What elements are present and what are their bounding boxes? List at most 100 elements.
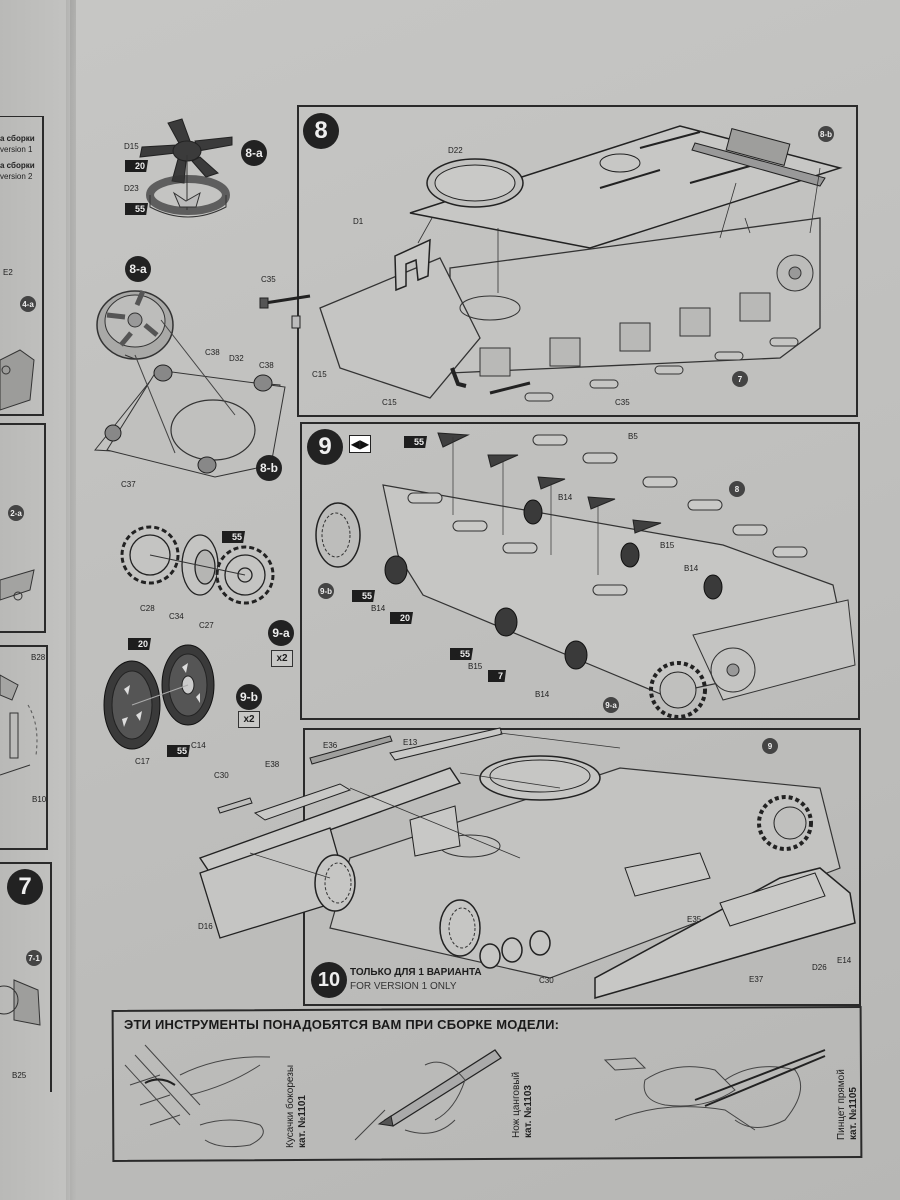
badge-9-a-ref: 9-a [603,697,619,713]
step-badge-7: 7 [7,869,43,905]
part-label-c38-b: C38 [259,361,274,370]
step-10-title-ru: ТОЛЬКО ДЛЯ 1 ВАРИАНТА [350,967,482,978]
part-label-e38: E38 [265,760,280,769]
glue-marker-20: 20 [125,160,149,172]
step-badge-9: 9 [307,429,343,465]
sprocket-assembly-drawing [120,525,275,605]
part-label-c35-b: C35 [615,398,630,407]
part-label-e37: E37 [749,975,764,984]
tool-cat-tweezers: кат. №1105 [848,1087,859,1140]
tool-caption-knife: Нож цанговый кат. №1103 [511,1072,535,1138]
part-label-b14-b: B14 [684,564,699,573]
part-label-c17: C17 [135,757,150,766]
left-box-2 [0,423,46,633]
part-label-d15: D15 [124,142,139,151]
hull-upper-assembly-drawing [259,125,843,402]
part-label-b15-b: B15 [468,662,483,671]
badge-8-ref: 8 [729,481,745,497]
part-label-c15-a: C15 [312,370,327,379]
tool-caption-cutters: Кусачки бокорезы кат. №1101 [285,1065,309,1148]
part-label-c35-a: C35 [261,275,276,284]
quantity-9-a: x2 [271,650,293,667]
version-1-en: version 1 [0,145,33,154]
part-label-d26: D26 [812,963,827,972]
step-10-title-en: FOR VERSION 1 ONLY [350,981,457,992]
tool-name-knife: Нож цанговый [511,1071,522,1138]
version-1-ru: а сборки [0,134,35,143]
page-gutter [66,0,76,1200]
part-label-d22: D22 [448,146,463,155]
hobby-knife-illustration [354,1049,502,1141]
part-label-e2: E2 [3,268,13,277]
glue-marker-55-a: 55 [404,436,428,448]
part-label-d23: D23 [124,184,139,193]
part-label-b10: B10 [32,795,47,804]
badge-8-b-ref: 8-b [818,126,834,142]
left-box-3 [0,645,48,850]
fan-assembly-drawing [139,118,233,218]
badge-9-b-ref: 9-b [318,583,334,599]
tool-name-tweezers: Пинцет прямой [836,1069,847,1140]
side-skirts-assembly-drawing [198,727,856,999]
tool-cat-knife: кат. №1103 [523,1085,534,1138]
part-label-c27: C27 [199,621,214,630]
glue-marker-55-c: 55 [450,648,474,660]
left-version-box [0,116,44,416]
part-label-b28: B28 [31,653,46,662]
tool-cat-cutters: кат. №1101 [297,1095,308,1148]
left-part-drawing-2 [0,569,35,601]
badge-2-a: 2-a [8,505,24,521]
part-label-e36: E36 [323,741,338,750]
side-cutters-illustration [124,1044,271,1148]
hull-suspension-assembly-drawing [315,432,856,719]
glue-marker-20: 20 [390,612,414,624]
part-label-c30-a: C30 [214,771,229,780]
version-2-en: version 2 [0,172,33,181]
part-label-b14-c: B14 [371,604,386,613]
glue-marker-7: 7 [488,670,507,682]
badge-8-a: 8-a [241,140,267,166]
part-label-c15-b: C15 [382,398,397,407]
left-part-drawing-4 [0,979,41,1026]
part-label-c37: C37 [121,480,136,489]
badge-7-1: 7-1 [26,950,42,966]
badge-9-a: 9-a [268,620,294,646]
part-label-d32: D32 [229,354,244,363]
part-label-c28: C28 [140,604,155,613]
badge-7-ref: 7 [732,371,748,387]
glue-marker-55-b: 55 [352,590,376,602]
left-part-drawing-1 [0,349,35,411]
part-label-b14-a: B14 [558,493,573,502]
step-8-frame [297,105,858,417]
tool-name-cutters: Кусачки бокорезы [285,1064,296,1148]
glue-marker-20-9b: 20 [128,638,152,650]
tool-caption-tweezers: Пинцет прямой кат. №1105 [836,1069,860,1140]
road-wheel-assembly-drawing [103,644,215,750]
glue-marker-55-9a: 55 [222,531,246,543]
part-label-b25: B25 [12,1071,27,1080]
part-label-e14: E14 [837,956,852,965]
badge-8-a-ref: 8-a [125,256,151,282]
left-box-4 [0,862,52,1092]
step-badge-8: 8 [303,113,339,149]
badge-8-b: 8-b [256,455,282,481]
tools-title: ЭТИ ИНСТРУМЕНТЫ ПОНАДОБЯТСЯ ВАМ ПРИ СБОР… [124,1017,560,1032]
part-label-c14: C14 [191,741,206,750]
glue-marker-55: 55 [125,203,149,215]
badge-4-a: 4-a [20,296,36,312]
part-label-b5: B5 [628,432,638,441]
part-label-e35: E35 [687,915,702,924]
part-label-b14-d: B14 [535,690,550,699]
quantity-9-b: x2 [238,711,260,728]
version-2-ru: а сборки [0,161,35,170]
step-badge-10: 10 [311,962,347,998]
badge-9-b: 9-b [236,684,262,710]
left-part-drawing-3 [0,674,38,776]
fan-housing-plate-drawing [94,290,286,478]
part-label-d1: D1 [353,217,364,226]
part-label-e13: E13 [403,738,418,747]
glue-marker-55-9b: 55 [167,745,191,757]
mirror-arrows-icon: ◀▶ [349,435,371,453]
badge-9-ref: 9 [762,738,778,754]
part-label-c30-b: C30 [539,976,554,985]
